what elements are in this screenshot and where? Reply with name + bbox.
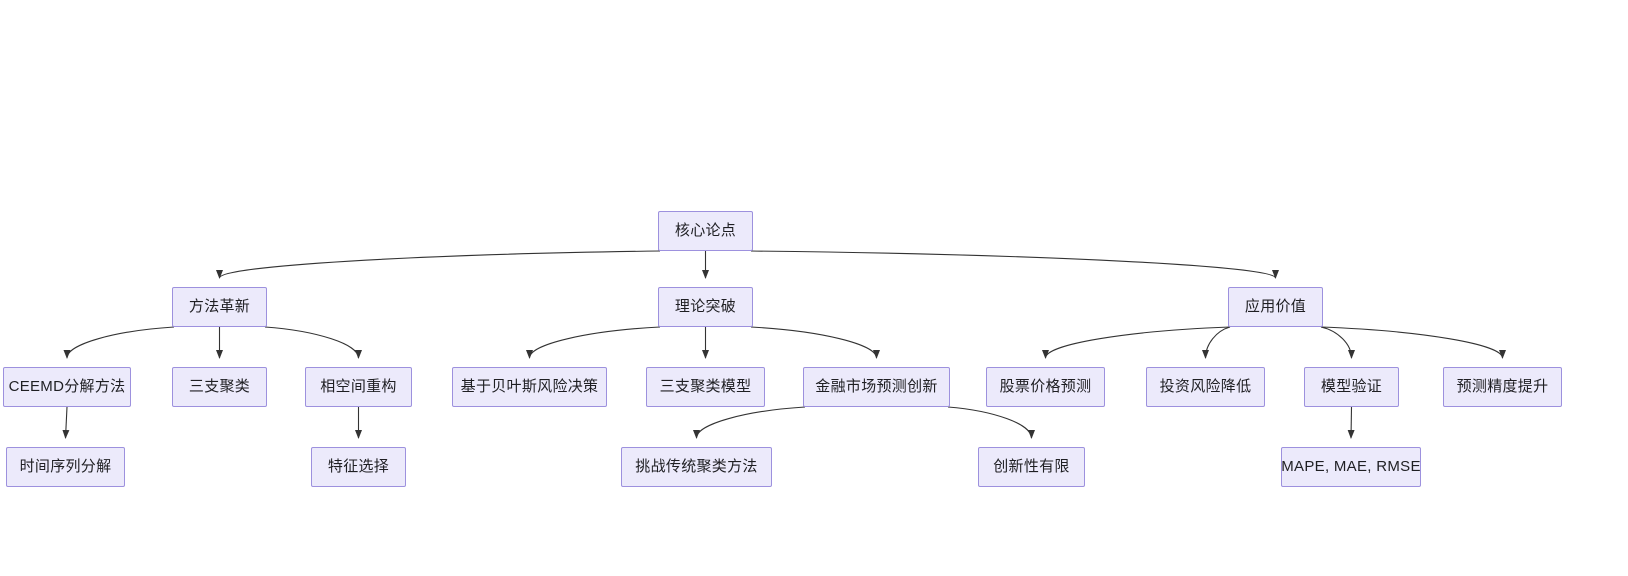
node-label: 投资风险降低 xyxy=(1159,377,1252,395)
node-label: 三支聚类 xyxy=(188,377,251,395)
node-label: 相空间重构 xyxy=(320,377,397,395)
node-label: 方法革新 xyxy=(188,297,251,315)
node-l3a[interactable]: 时间序列分解 xyxy=(6,447,125,487)
node-label: 股票价格预测 xyxy=(999,377,1092,395)
edge-l2f-to-l3c xyxy=(693,406,806,439)
edge-l1b-to-l2d xyxy=(526,326,661,359)
node-label: MAPE, MAE, RMSE xyxy=(1281,457,1421,475)
edge-l1c-to-l2g xyxy=(1042,326,1231,359)
node-label: 应用价值 xyxy=(1244,297,1307,315)
node-l2c[interactable]: 相空间重构 xyxy=(305,367,412,407)
node-l2b[interactable]: 三支聚类 xyxy=(172,367,267,407)
edge-l1a-to-l2a xyxy=(63,326,175,359)
node-l1b[interactable]: 理论突破 xyxy=(658,287,753,327)
edge-paths xyxy=(62,250,1506,439)
node-label: CEEMD分解方法 xyxy=(8,377,126,395)
node-label: 预测精度提升 xyxy=(1456,377,1549,395)
node-l2i[interactable]: 模型验证 xyxy=(1304,367,1399,407)
node-l2e[interactable]: 三支聚类模型 xyxy=(646,367,765,407)
edge-l1b-to-l2f xyxy=(750,326,880,359)
node-l2j[interactable]: 预测精度提升 xyxy=(1443,367,1562,407)
edge-root-to-l1c xyxy=(750,250,1279,279)
node-l1c[interactable]: 应用价值 xyxy=(1228,287,1323,327)
edge-l1c-to-l2j xyxy=(1320,326,1506,359)
node-root[interactable]: 核心论点 xyxy=(658,211,753,251)
node-label: 三支聚类模型 xyxy=(659,377,752,395)
node-l2d[interactable]: 基于贝叶斯风险决策 xyxy=(452,367,607,407)
edge-l1c-to-l2h xyxy=(1202,326,1231,359)
node-label: 金融市场预测创新 xyxy=(815,377,938,395)
node-l2g[interactable]: 股票价格预测 xyxy=(986,367,1105,407)
node-label: 创新性有限 xyxy=(993,457,1070,475)
node-label: 特征选择 xyxy=(327,457,390,475)
node-label: 模型验证 xyxy=(1320,377,1383,395)
node-l2h[interactable]: 投资风险降低 xyxy=(1146,367,1265,407)
node-l1a[interactable]: 方法革新 xyxy=(172,287,267,327)
node-l2a[interactable]: CEEMD分解方法 xyxy=(3,367,131,407)
edge-root-to-l1a xyxy=(216,250,661,279)
node-l3b[interactable]: 特征选择 xyxy=(311,447,406,487)
node-label: 理论突破 xyxy=(674,297,737,315)
node-l3d[interactable]: 创新性有限 xyxy=(978,447,1085,487)
edge-l2i-to-l3e xyxy=(1347,406,1355,439)
edge-l2a-to-l3a xyxy=(62,406,70,439)
node-label: 基于贝叶斯风险决策 xyxy=(460,377,599,395)
node-l2f[interactable]: 金融市场预测创新 xyxy=(803,367,950,407)
edge-l1c-to-l2i xyxy=(1320,326,1355,359)
node-label: 挑战传统聚类方法 xyxy=(635,457,758,475)
edge-l1a-to-l2c xyxy=(264,326,362,359)
node-label: 时间序列分解 xyxy=(19,457,112,475)
edge-l2f-to-l3d xyxy=(947,406,1035,439)
node-l3c[interactable]: 挑战传统聚类方法 xyxy=(621,447,772,487)
node-label: 核心论点 xyxy=(674,221,737,239)
node-l3e[interactable]: MAPE, MAE, RMSE xyxy=(1281,447,1421,487)
